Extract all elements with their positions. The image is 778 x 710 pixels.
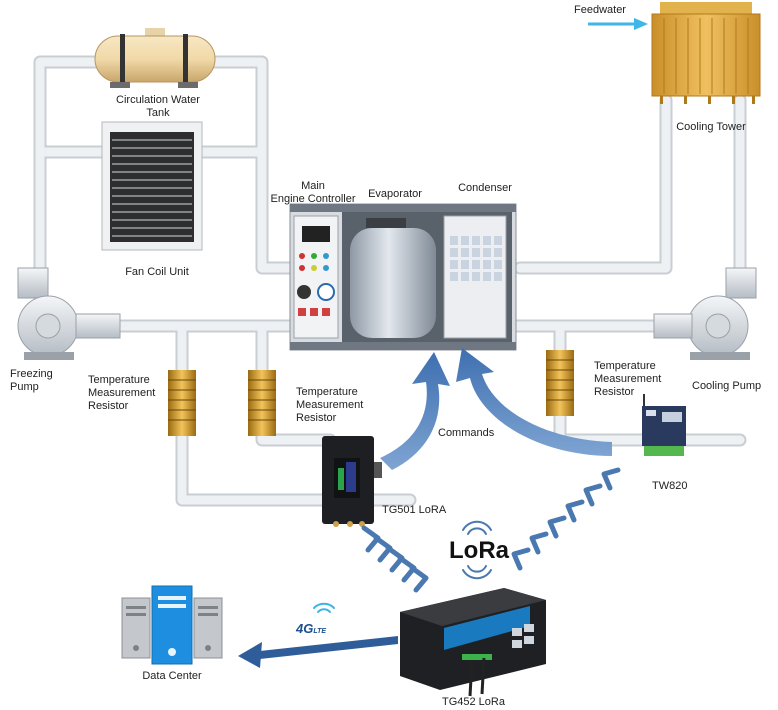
temp-resistor-mid-label: Temperature Measurement Resistor xyxy=(296,386,363,425)
lora-signal-chevrons-right xyxy=(511,467,621,571)
cooling-pump xyxy=(653,267,757,360)
temp-resistor-right-label-line2: Measurement xyxy=(594,373,662,385)
lte-logo-4g: 4G xyxy=(296,621,314,636)
temperature-resistor-left xyxy=(168,370,196,436)
temp-resistor-left-label-line1: Temperature xyxy=(88,374,150,386)
circulation-water-tank xyxy=(94,28,216,88)
main-controller-label-line2: Engine Controller xyxy=(270,193,356,205)
lora-signal-chevrons-left xyxy=(361,525,429,593)
cooling-pump-label: Cooling Pump xyxy=(692,380,762,392)
temp-resistor-mid-label-line3: Resistor xyxy=(296,412,337,424)
temp-resistor-left-label-line2: Measurement xyxy=(88,387,156,399)
main-controller-label-line1: Main xyxy=(301,180,325,192)
condenser-panel xyxy=(443,215,507,339)
commands-label: Commands xyxy=(438,427,495,439)
lte-logo-lte: LTE xyxy=(313,628,327,635)
evaporator-label: Evaporator xyxy=(368,188,422,200)
temperature-resistor-right xyxy=(546,350,574,416)
feedwater-arrow xyxy=(588,18,648,30)
circulation-tank-label-line1: Circulation Water xyxy=(116,94,200,106)
tg501-gateway-device xyxy=(322,436,382,527)
evaporator-cylinder xyxy=(350,218,436,338)
feedwater-label: Feedwater xyxy=(574,4,626,16)
tg452-label: TG452 LoRa xyxy=(442,696,505,708)
temp-resistor-right-label-line3: Resistor xyxy=(594,386,635,398)
main-controller-label: Main Engine Controller xyxy=(268,180,358,206)
freezing-pump-label-line2: Pump xyxy=(10,381,39,393)
temp-resistor-right-label: Temperature Measurement Resistor xyxy=(594,360,661,399)
temp-resistor-mid-label-line1: Temperature xyxy=(296,386,358,398)
lora-wireless-icon xyxy=(462,520,492,580)
circulation-tank-label: Circulation Water Tank xyxy=(98,94,218,120)
tg452-gateway-device xyxy=(400,588,546,697)
temp-resistor-left-label-line3: Resistor xyxy=(88,400,129,412)
lte-uplink-arrow xyxy=(238,636,398,668)
fan-coil-unit xyxy=(101,121,203,251)
freezing-pump-label-line1: Freezing xyxy=(10,368,53,380)
lte-logo: 4GLTE xyxy=(296,622,326,638)
data-center-label: Data Center xyxy=(142,670,202,682)
engine-controller-panel xyxy=(293,215,339,339)
lora-logo: LoRa xyxy=(449,537,509,564)
cooling-tower-label: Cooling Tower xyxy=(676,121,746,133)
tw820-device xyxy=(642,394,686,456)
condenser-label: Condenser xyxy=(458,182,512,194)
lte-signal-icon xyxy=(313,602,335,613)
freezing-pump xyxy=(17,267,121,360)
temp-resistor-left-label: Temperature Measurement Resistor xyxy=(88,374,155,413)
cooling-tower xyxy=(651,2,761,104)
fan-coil-unit-label: Fan Coil Unit xyxy=(125,266,189,278)
tg501-label: TG501 LoRA xyxy=(382,504,447,516)
commands-arrow-left xyxy=(380,352,450,470)
commands-arrow-right xyxy=(456,348,612,456)
temp-resistor-right-label-line1: Temperature xyxy=(594,360,656,372)
data-center-servers xyxy=(121,585,223,665)
circulation-tank-label-line2: Tank xyxy=(146,107,170,119)
temperature-resistor-mid xyxy=(248,370,276,436)
temp-resistor-mid-label-line2: Measurement xyxy=(296,399,364,411)
tw820-label: TW820 xyxy=(652,480,688,492)
freezing-pump-label: Freezing Pump xyxy=(10,368,53,394)
